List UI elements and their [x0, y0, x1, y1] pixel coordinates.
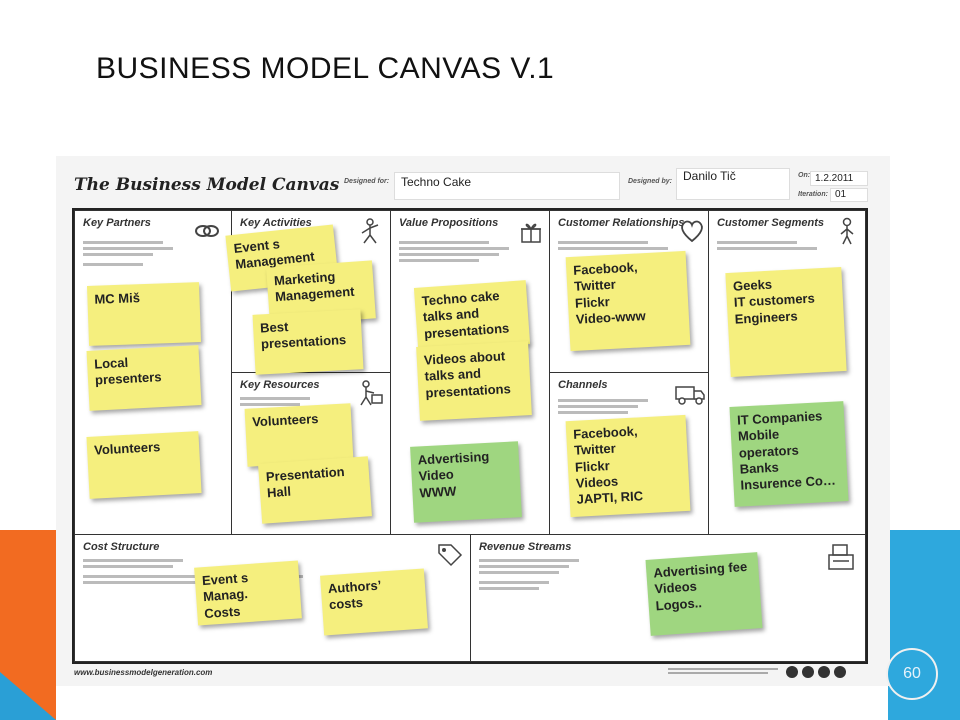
worker-cart-icon	[360, 380, 383, 406]
designed-for-field: Techno Cake	[394, 172, 620, 200]
sticky-note-geeks-it-customers: Geeks IT customers Engineers	[725, 267, 847, 377]
chain-link-icon	[195, 225, 219, 237]
by-icon	[802, 666, 814, 678]
gift-icon	[521, 223, 541, 243]
slide-title: BUSINESS MODEL CANVAS V.1	[96, 52, 555, 85]
worker-icon	[361, 218, 379, 244]
sa-icon	[818, 666, 830, 678]
license-text	[668, 668, 778, 674]
iteration-label: Iteration:	[798, 191, 828, 198]
truck-icon	[675, 386, 705, 405]
iteration-field: 01	[830, 188, 868, 202]
sticky-note-events-management-costs: Event s Manag. Costs	[194, 560, 302, 626]
nc-icon	[834, 666, 846, 678]
key-resources-title: Key Resources	[240, 379, 320, 391]
cost-structure-title: Cost Structure	[83, 541, 160, 553]
sticky-note-advertising-fee: Advertising fee Videos Logos..	[645, 552, 763, 636]
page-number: 60	[886, 648, 938, 700]
channels-title: Channels	[558, 379, 608, 391]
sticky-note-videos-about-talks: Videos about talks and presentations	[416, 341, 532, 421]
sticky-note-customer-relationships: Facebook, Twitter Flickr Video-www	[565, 250, 691, 352]
on-field: 1.2.2011	[810, 171, 868, 186]
on-label: On:	[798, 172, 811, 179]
key-partners-title: Key Partners	[83, 217, 151, 229]
value-propositions-title: Value Propositions	[399, 217, 499, 229]
sticky-note-channels: Facebook, Twitter Flickr Videos JAPTI, R…	[565, 414, 691, 518]
customer-relationships-title: Customer Relationships	[558, 217, 685, 229]
cash-register-icon	[828, 544, 854, 570]
sticky-note-volunteers-resources: Volunteers	[244, 403, 354, 467]
heart-icon	[681, 220, 703, 243]
designed-by-field: Danilo Tič	[676, 168, 790, 200]
cc-icon	[786, 666, 798, 678]
designed-for-label: Designed for:	[344, 178, 390, 185]
customer-segments-title: Customer Segments	[717, 217, 824, 229]
sticky-note-advertising: Advertising Video WWW	[410, 441, 522, 523]
sticky-note-it-companies: IT Companies Mobile operators Banks Insu…	[729, 401, 849, 507]
canvas-title: The Business Model Canvas	[74, 175, 340, 195]
sticky-note-best-presentations: Best presentations	[252, 309, 364, 375]
designed-by-label: Designed by:	[628, 178, 672, 185]
sticky-note-volunteers-partners: Volunteers	[86, 431, 202, 499]
price-tag-icon	[438, 544, 463, 567]
sticky-note-mc-mis: MC Miš	[86, 282, 202, 346]
key-activities-title: Key Activities	[240, 217, 312, 229]
sticky-note-local-presenters: Local presenters	[86, 345, 202, 411]
sticky-note-authors-costs: Authors’ costs	[320, 568, 428, 636]
blue-accent-triangle	[0, 672, 56, 720]
revenue-streams-title: Revenue Streams	[479, 541, 572, 553]
footer-url: www.businessmodelgeneration.com	[74, 668, 213, 677]
sticky-note-presentation-hall: Presentation Hall	[258, 456, 372, 524]
person-icon	[840, 217, 854, 245]
business-model-canvas-image: The Business Model Canvas Designed for: …	[56, 156, 890, 686]
